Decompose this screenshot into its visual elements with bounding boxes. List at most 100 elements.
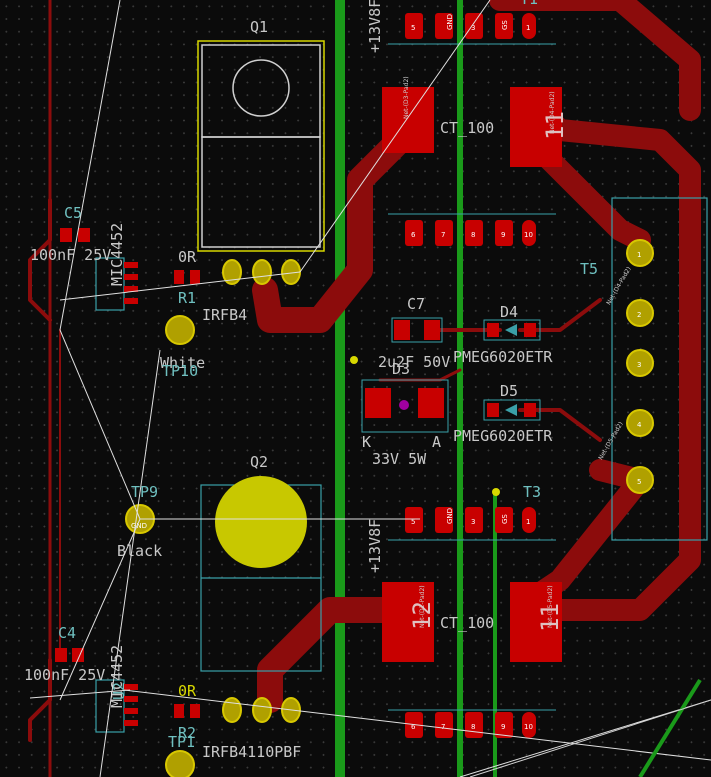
svg-text:GS: GS [501,20,509,30]
svg-text:2: 2 [637,311,641,319]
svg-text:Net-(D4-Pad2): Net-(D4-Pad2) [605,266,632,306]
pad-top-1[interactable] [405,13,423,39]
svg-text:MIC4452: MIC4452 [108,223,126,286]
svg-text:TP1: TP1 [168,733,195,751]
header-mid: 6 7 8 9 10 [388,213,556,246]
svg-text:2u2F 50V: 2u2F 50V [378,353,450,371]
svg-text:7: 7 [441,231,445,239]
svg-text:100nF 25V: 100nF 25V [30,246,111,264]
ct-top-pad-right[interactable] [510,87,562,167]
svg-text:GS: GS [501,514,509,524]
svg-text:PMEG6020ETR: PMEG6020ETR [453,348,553,366]
mosfet-q2[interactable]: Q2 IRFB4110PBF [200,453,322,761]
svg-text:7: 7 [441,723,445,731]
svg-text:11: 11 [536,603,564,632]
svg-text:5: 5 [637,478,641,486]
diode-d3[interactable]: D3 K A 33V 5W [361,360,449,468]
pad-top-5[interactable] [522,13,536,39]
svg-text:GND: GND [446,508,454,524]
svg-text:100nF 25V: 100nF 25V [24,666,105,684]
svg-text:5: 5 [411,24,415,32]
ct-bottom-pad-right[interactable] [510,582,562,662]
svg-text:8: 8 [471,723,475,731]
svg-text:T5: T5 [580,260,598,278]
rail-label-top: +13V8F [366,0,384,53]
svg-text:0R: 0R [178,682,197,700]
svg-text:1: 1 [526,24,530,32]
svg-text:TP10: TP10 [162,362,198,380]
svg-text:T3: T3 [523,483,541,501]
svg-text:9: 9 [501,231,505,239]
capacitor-c4[interactable]: C4 100nF 25V [24,624,105,684]
svg-text:D4: D4 [500,303,518,321]
svg-text:10: 10 [524,723,533,731]
diode-d5[interactable]: D5 PMEG6020ETR [453,382,553,445]
current-transformer-top[interactable]: CT_100 11 Net-(D4-Pad2) Net-(D3-Pad2) [382,76,569,167]
resistor-r2[interactable]: 0R R2 [174,682,200,742]
resistor-r1[interactable]: 0R R1 [174,248,200,307]
svg-text:IRFB4110PBF: IRFB4110PBF [202,743,301,761]
test-point-tp10[interactable]: White TP10 [160,315,205,380]
svg-text:IRFB4: IRFB4 [202,306,247,324]
svg-text:11: 11 [541,111,569,140]
svg-text:0R: 0R [178,248,197,266]
svg-text:CT_100: CT_100 [440,119,494,137]
capacitor-c5[interactable]: C5 100nF 25V [30,204,111,264]
svg-text:MIC4452: MIC4452 [108,645,126,708]
svg-text:Black: Black [117,542,162,560]
svg-text:12: 12 [408,601,436,630]
svg-text:GND: GND [131,522,147,530]
pad-top-3[interactable] [465,13,483,39]
driver-u1[interactable]: MIC4452 [95,223,138,311]
svg-text:3: 3 [471,24,475,32]
svg-text:R2: R2 [178,724,196,742]
svg-text:6: 6 [411,723,416,731]
svg-text:A: A [432,433,441,451]
svg-text:1: 1 [526,518,530,526]
pad-top-2[interactable] [435,13,453,39]
svg-text:3: 3 [471,518,475,526]
svg-text:5: 5 [411,518,415,526]
svg-text:Net-(D5-Pad2): Net-(D5-Pad2) [547,585,554,628]
driver-u2[interactable]: MIC4452 U2 [95,645,138,733]
capacitor-c7[interactable]: C7 2u2F 50V [378,295,450,371]
svg-text:GND: GND [446,14,454,30]
svg-text:9: 9 [501,723,505,731]
mosfet-q1[interactable]: Q1 IRFB4 [197,18,325,324]
ct-bottom-pad-left[interactable] [382,582,434,662]
pad-top-4[interactable] [495,13,513,39]
svg-text:C7: C7 [407,295,425,313]
svg-text:33V 5W: 33V 5W [372,450,427,468]
svg-text:4: 4 [637,421,642,429]
svg-text:R1: R1 [178,289,196,307]
svg-text:D5: D5 [500,382,518,400]
header-bottom: 5 GND 3 GS 1 T3 6 7 8 9 10 [388,483,556,738]
svg-text:6: 6 [411,231,416,239]
current-transformer-bottom[interactable]: CT_100 12 11 Net-(D2-Pad2) Net-(D5-Pad2) [382,582,564,662]
svg-text:Net-(D4-Pad2): Net-(D4-Pad2) [549,91,556,134]
svg-text:3: 3 [637,361,641,369]
header-top: 5 GND 3 GS 1 T1 [388,0,556,45]
copper-tracks [28,0,701,777]
svg-text:TP9: TP9 [131,483,158,501]
svg-text:White: White [160,354,205,372]
svg-text:Q1: Q1 [250,18,268,36]
svg-text:Net-(D2-Pad2): Net-(D2-Pad2) [419,585,426,628]
diode-d4[interactable]: D4 PMEG6020ETR [453,303,553,366]
svg-text:K: K [362,433,371,451]
svg-text:Net-(D3-Pad2): Net-(D3-Pad2) [403,76,410,119]
svg-text:C4: C4 [58,624,76,642]
test-point-tp11[interactable]: TP1 [165,733,195,777]
svg-text:D3: D3 [392,360,410,378]
svg-text:10: 10 [524,231,533,239]
svg-text:8: 8 [471,231,475,239]
svg-text:CT_100: CT_100 [440,614,494,632]
rail-label-bottom: +13V8F [366,519,384,573]
svg-text:T1: T1 [520,0,538,8]
svg-text:PMEG6020ETR: PMEG6020ETR [453,427,553,445]
svg-text:C5: C5 [64,204,82,222]
svg-text:Q2: Q2 [250,453,268,471]
svg-text:1: 1 [637,251,641,259]
